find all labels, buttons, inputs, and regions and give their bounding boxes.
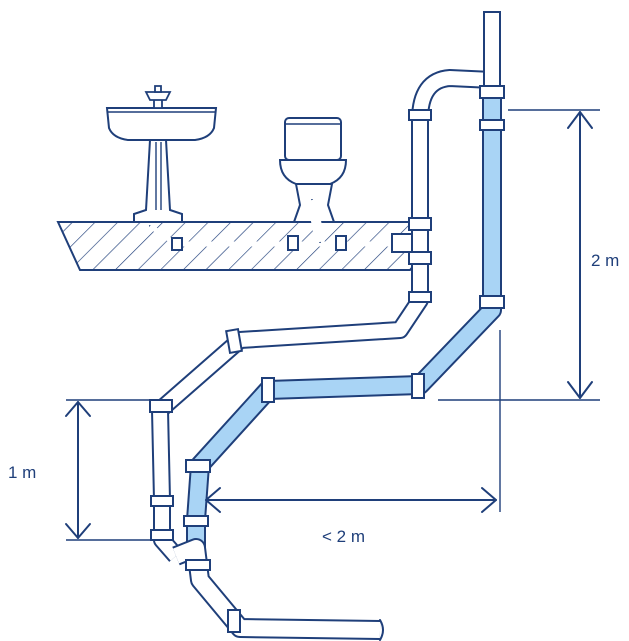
branch-pipes [148,199,413,253]
dimension-horizontal [205,330,501,513]
plain-stack-pipe [149,68,493,562]
highlighted-stack-pipe [183,11,505,548]
label-height-high: 2 m [591,251,619,270]
dimension-height-high [438,109,600,401]
washbasin-icon [105,85,218,223]
dimension-height-low [65,399,152,541]
outlet-pipe [172,538,384,641]
label-horizontal: < 2 m [322,527,365,546]
label-height-low: 1 m [8,463,36,482]
